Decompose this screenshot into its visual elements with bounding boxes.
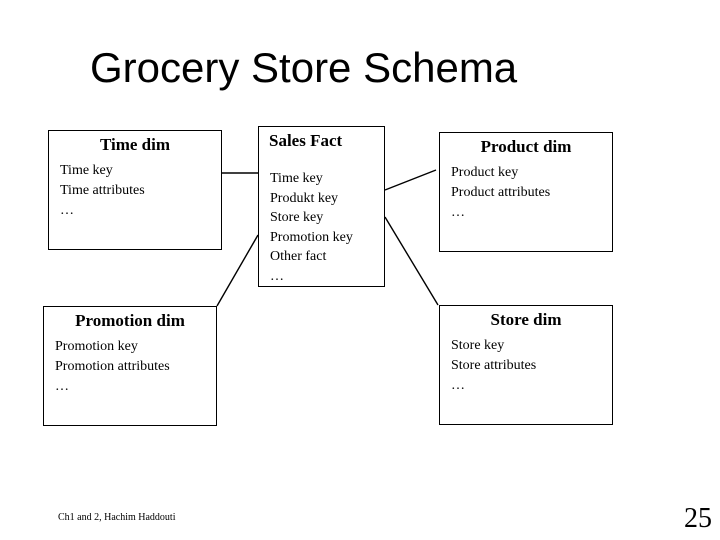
node-field: Promotion attributes — [55, 359, 170, 374]
node-field: Store key — [270, 210, 324, 225]
node-promotion-dim: Promotion dim Promotion key Promotion at… — [43, 306, 217, 426]
node-field: … — [60, 203, 74, 218]
node-field: Promotion key — [270, 229, 353, 245]
node-store-dim-fields: Store key Store attributes … — [440, 336, 612, 396]
node-field: Time key — [60, 163, 113, 178]
node-field: Time attributes — [60, 183, 145, 198]
footer-credit: Ch1 and 2, Hachim Haddouti — [58, 512, 176, 523]
node-field: Time key — [270, 171, 323, 186]
node-field: Product key — [451, 165, 519, 180]
node-field: … — [451, 205, 465, 220]
page-number: 25 — [684, 503, 712, 534]
node-time-dim-fields: Time key Time attributes … — [49, 161, 221, 221]
node-sales-fact-fields: Time key Produkt key Store key Promotion… — [259, 169, 384, 286]
node-promotion-dim-fields: Promotion key Promotion attributes … — [44, 337, 216, 397]
node-field: … — [270, 268, 284, 284]
node-field: Other fact — [270, 249, 327, 264]
slide-title: Grocery Store Schema — [90, 44, 518, 91]
connector-sales-product — [384, 169, 437, 191]
node-sales-fact: Sales Fact Time key Produkt key Store ke… — [258, 126, 385, 287]
node-field: … — [451, 378, 465, 393]
node-field: Store attributes — [451, 358, 537, 373]
node-product-dim: Product dim Product key Product attribut… — [439, 132, 613, 252]
node-sales-fact-title: Sales Fact — [269, 131, 343, 150]
node-time-dim: Time dim Time key Time attributes … — [48, 130, 222, 250]
node-field: Promotion key — [55, 339, 138, 354]
connector-sales-promotion — [216, 234, 259, 307]
node-store-dim-title: Store dim — [490, 310, 562, 329]
node-product-dim-fields: Product key Product attributes … — [440, 163, 612, 223]
node-field: Produkt key — [270, 190, 339, 206]
node-product-dim-title: Product dim — [480, 137, 572, 156]
node-time-dim-title: Time dim — [99, 135, 171, 154]
node-store-dim: Store dim Store key Store attributes … — [439, 305, 613, 425]
node-field: Product attributes — [451, 185, 551, 200]
node-field: Store key — [451, 338, 505, 353]
connector-sales-store — [384, 216, 439, 306]
node-field: … — [55, 379, 69, 394]
node-promotion-dim-title: Promotion dim — [75, 311, 185, 330]
